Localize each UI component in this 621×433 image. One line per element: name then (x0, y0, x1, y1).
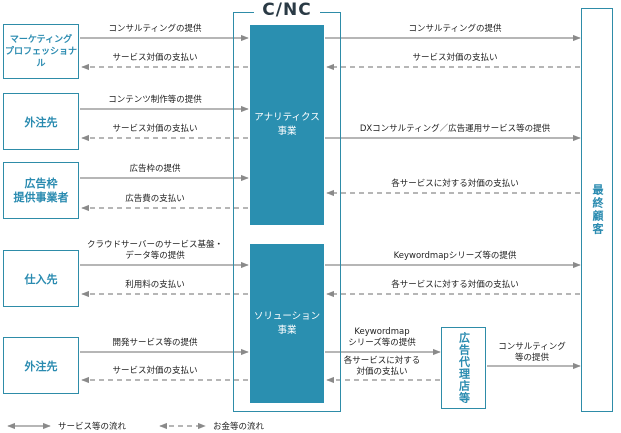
box-ad-provider-label: 広告枠 提供事業者 (13, 176, 69, 204)
box-agency: 広告代理店等 (441, 327, 486, 409)
flow-l5-service-label: 開発サービス等の提供 (112, 338, 198, 348)
box-supplier: 仕入先 (3, 250, 79, 307)
company-logo: C/NC (254, 0, 320, 20)
flow-r4-service-label: Keywordmapシリーズ等の提供 (393, 251, 517, 261)
box-final-customer: 最終顧客 (581, 8, 613, 412)
flow-l4-money-label: 利用料の支払い (125, 280, 185, 290)
legend-money-label: お金等の流れ (213, 422, 265, 432)
legend-service-label: サービス等の流れ (58, 422, 127, 432)
box-final-customer-label: 最終顧客 (591, 184, 604, 236)
flow-l4-service-label: クラウドサーバーのサービス基盤・ データ等の提供 (87, 240, 223, 261)
flow-l3-money-label: 広告費の支払い (125, 194, 185, 204)
box-outsourcer-2-label: 外注先 (24, 359, 58, 373)
flow-l1-money-label: サービス対価の支払い (112, 53, 198, 63)
flow-l2-service-label: コンテンツ制作等の提供 (108, 95, 202, 105)
flow-r4-money-label: 各サービスに対する対価の支払い (391, 280, 519, 290)
flow-r2-service-label: DXコンサルティング／広告運用サービス等の提供 (359, 124, 551, 134)
flow-r1-money-label: サービス対価の支払い (412, 53, 498, 63)
flow-r1-service-label: コンサルティングの提供 (408, 24, 502, 34)
flow-r6-service-label: コンサルティング 等の提供 (498, 342, 566, 363)
flow-l3-service-label: 広告枠の提供 (129, 164, 181, 174)
flow-l5-money-label: サービス対価の支払い (112, 366, 198, 376)
flow-l2-money-label: サービス対価の支払い (112, 124, 198, 134)
box-marketing-label: マーケティング プロフェッショナル (4, 34, 77, 69)
flow-r5-money-label: 各サービスに対する 対価の支払い (343, 356, 421, 377)
flow-r3-money-label: 各サービスに対する対価の支払い (391, 179, 519, 189)
box-supplier-label: 仕入先 (24, 272, 58, 286)
segment-solution: ソリューション 事業 (250, 244, 324, 403)
segment-analytics-label: アナリティクス 事業 (254, 112, 320, 137)
box-agency-label: 広告代理店等 (457, 332, 471, 404)
box-marketing: マーケティング プロフェッショナル (3, 24, 79, 79)
segment-analytics: アナリティクス 事業 (250, 25, 324, 225)
box-outsourcer-2: 外注先 (3, 337, 79, 394)
box-ad-provider: 広告枠 提供事業者 (3, 162, 79, 219)
segment-solution-label: ソリューション 事業 (253, 310, 321, 336)
box-outsourcer-1: 外注先 (3, 93, 79, 150)
flow-l1-service-label: コンサルティングの提供 (108, 24, 202, 34)
flow-r5-service-label: Keywordmap シリーズ等の提供 (348, 327, 416, 348)
box-outsourcer-1-label: 外注先 (24, 115, 58, 129)
